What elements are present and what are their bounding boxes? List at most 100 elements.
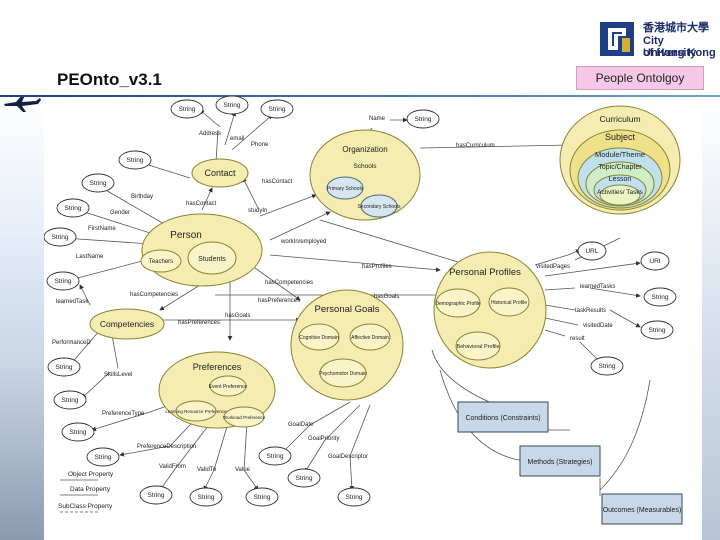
label-workload-preference: Workload Preference [223,415,266,420]
label-cognitive-domain: Cognitive Domain [299,335,339,341]
literal-labels: String String String String String Strin… [52,102,669,501]
svg-text:URL: URL [585,248,598,255]
svg-text:String: String [95,454,112,461]
label-demographic-profile: Demographic Profile [435,301,481,307]
label-contact: Contact [204,168,236,178]
university-logo-icon [596,18,638,60]
legend-object-property: Object Property [68,471,114,478]
label-personal-profiles: Personal Profiles [449,267,521,278]
label-module: Module/Theme [595,150,645,159]
prop-performance: PerformanceD [52,340,91,346]
prop-first-name: FirstName [88,226,116,232]
label-learning-preference: Learning Resource Preference [165,409,227,414]
ontology-diagram: String String String String String Strin… [44,96,683,525]
svg-text:String: String [254,494,271,501]
node-contact [191,158,249,188]
left-decoration-strip [0,98,44,540]
node-outcomes [601,493,683,525]
prop-last-name: LastName [76,254,104,260]
prop-has-curriculum: hasCurriculum [456,143,495,149]
node-teachers [140,249,182,273]
node-event-preference [209,375,247,397]
node-competencies [89,308,165,340]
logo-line-2: of Hong Kong [643,47,716,59]
label-event-preference: Event Preference [209,384,248,390]
svg-text:String: String [90,180,107,187]
prop-valid-to: ValidTo [197,467,217,473]
node-demographic-profile [435,288,481,318]
prop-phone: Phone [251,142,269,148]
node-behavioral-profile [455,331,501,361]
prop-name: Name [369,116,386,122]
literal-string [46,271,80,291]
prop-work-in: workIn/employed [280,239,326,245]
prop-address: Address [199,131,221,137]
class-nodes [89,105,683,525]
svg-text:String: String [296,475,313,482]
literal-string [215,96,249,115]
literal-string [287,468,321,488]
svg-text:String: String [224,102,241,109]
legend: Object Property Data Property SubClass P… [58,471,114,510]
literal-string [44,227,77,247]
prop-value: Value [235,467,251,473]
svg-text:String: String [599,363,616,370]
label-subject: Subject [605,132,636,142]
prop-study-in: studyIn [248,208,267,214]
label-methods: Methods (Strategies) [528,459,593,466]
svg-text:URI: URI [649,258,660,265]
label-curriculum: Curriculum [599,114,640,124]
literal-string [189,487,223,507]
prop-goal-descriptor: GoalDescriptor [328,454,368,460]
svg-text:String: String [649,327,666,334]
label-preferences: Preferences [193,362,242,372]
svg-text:String: String [55,278,72,285]
ontology-badge: People Ontolgoy [576,66,704,90]
svg-text:String: String [70,429,87,436]
svg-text:String: String [652,294,669,301]
node-students [187,241,237,275]
prop-valid-from: ValidFrom [159,464,186,470]
label-primary-schools: Primary Schools [327,186,364,192]
literal-string [81,173,115,193]
label-psychomotor-domain: Psychomotor Domain [319,371,367,377]
svg-text:String: String [179,106,196,113]
prop-learned-task: learnedTask [56,299,89,305]
header-divider [0,95,720,97]
label-activities: Activities/ Tasks [597,189,644,196]
literal-string [406,109,440,129]
prop-visited-date: visitedDate [583,323,613,329]
node-primary-schools [326,176,364,200]
prop-has-goals-1: hasGoals [374,294,399,300]
svg-text:String: String [267,453,284,460]
prop-birthday: Birthday [131,194,153,200]
svg-text:String: String [127,157,144,164]
literal-nodes [44,96,677,507]
prop-has-contact-2: hasContact [186,201,217,207]
node-secondary-schools [360,194,398,218]
label-secondary-schools: Secondary Schools [357,204,401,210]
label-behavioral-profile: Behavioral Profile [456,344,499,350]
svg-text:String: String [52,234,69,241]
prop-has-preferences-1: hasPreferences [258,298,300,304]
literal-string [170,99,204,119]
literal-string [61,422,95,442]
node-personal-goals [290,289,404,401]
node-learning-preference [175,400,217,422]
node-psychomotor-domain [319,358,367,388]
prop-has-competencies-2: hasCompetencies [265,280,313,286]
literal-string [258,446,292,466]
literal-string [53,390,87,410]
literal-string [640,320,674,340]
page-title: PEOnto_v3.1 [57,70,162,89]
prop-goal-priority: GoalPriority [308,436,339,442]
label-students: Students [198,256,226,263]
literal-string [118,150,152,170]
prop-task-results: taskResults [575,308,606,314]
label-schools: Schools [353,163,377,170]
label-historical-profile: Historical Profile [491,300,527,306]
literal-string [337,487,371,507]
prop-has-profiles: hasProfiles [362,264,392,270]
prop-preference-type: PreferenceType [102,411,145,417]
logo-line-1: City University [643,35,697,59]
